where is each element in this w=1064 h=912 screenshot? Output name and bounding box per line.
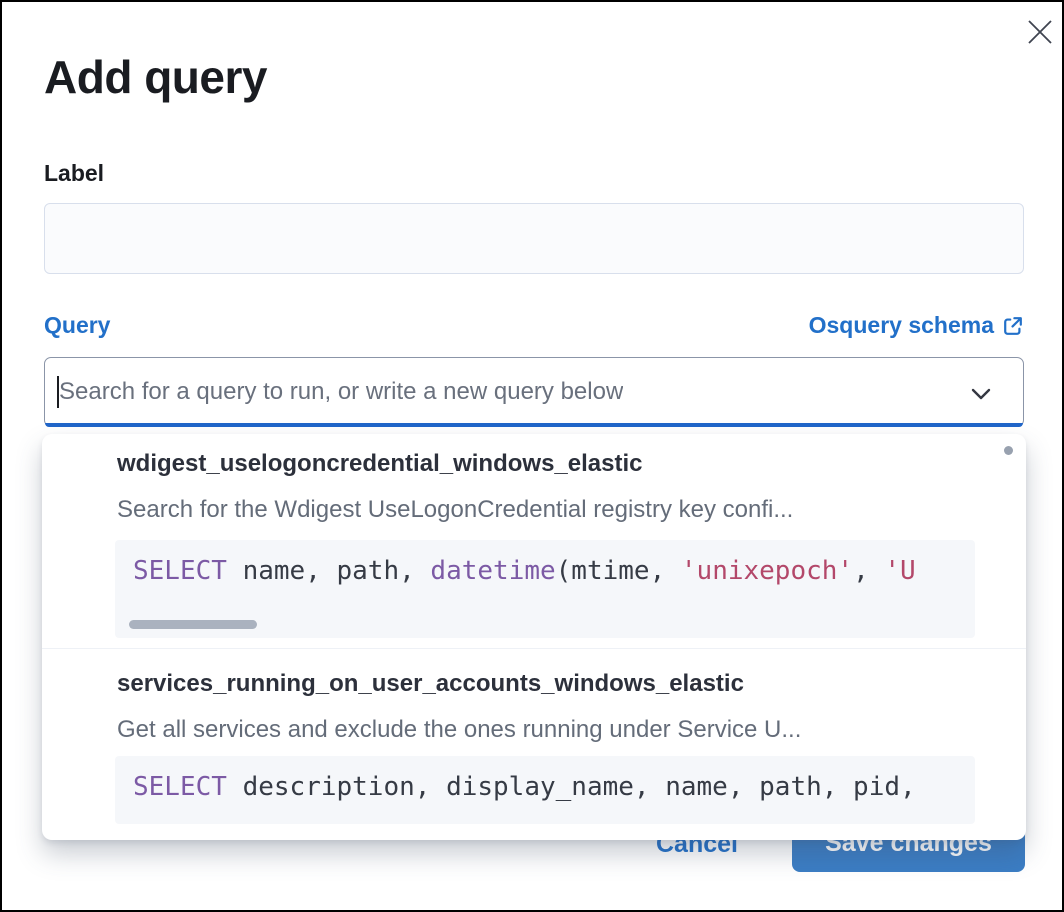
query-field-label: Query	[44, 312, 111, 338]
osquery-schema-link-label: Osquery schema	[808, 312, 994, 338]
vertical-scrollbar-thumb[interactable]	[1004, 446, 1013, 455]
query-search-combobox[interactable]: Search for a query to run, or write a ne…	[44, 357, 1024, 427]
sql-token: 'unixepoch'	[680, 556, 854, 586]
query-option-title[interactable]: services_running_on_user_accounts_window…	[117, 670, 744, 697]
sql-preview[interactable]: SELECT name, path, datetime(mtime, 'unix…	[115, 540, 975, 638]
sql-token: SELECT	[133, 772, 227, 802]
sql-token: name, path,	[226, 556, 431, 586]
query-option-description[interactable]: Search for the Wdigest UseLogonCredentia…	[117, 496, 794, 523]
option-divider	[42, 648, 1026, 649]
query-field-header: Query Osquery schema	[44, 312, 1024, 339]
sql-token: datetime	[430, 556, 556, 586]
label-field-label: Label	[44, 160, 105, 186]
sql-preview[interactable]: SELECT description, display_name, name, …	[115, 756, 975, 824]
sql-token: description, display_name, name, path, p…	[226, 772, 916, 802]
query-suggestions-dropdown: wdigest_uselogoncredential_windows_elast…	[42, 434, 1026, 840]
sql-token: (mtime,	[555, 556, 681, 586]
close-button[interactable]	[1020, 12, 1060, 52]
query-search-placeholder: Search for a query to run, or write a ne…	[59, 378, 624, 405]
osquery-schema-link[interactable]: Osquery schema	[809, 312, 1024, 339]
label-input[interactable]	[44, 203, 1024, 274]
close-icon	[1028, 20, 1052, 44]
query-option-description[interactable]: Get all services and exclude the ones ru…	[117, 716, 802, 743]
horizontal-scrollbar-thumb[interactable]	[129, 620, 257, 629]
combobox-focus-bar	[45, 423, 1023, 427]
sql-token: ,	[853, 556, 885, 586]
sql-token: 'U	[884, 556, 916, 586]
sql-token: SELECT	[133, 556, 227, 586]
text-cursor	[57, 376, 59, 408]
chevron-down-icon[interactable]	[967, 380, 995, 408]
external-link-icon	[1004, 316, 1022, 335]
query-option-title[interactable]: wdigest_uselogoncredential_windows_elast…	[117, 450, 643, 477]
modal-title: Add query	[44, 51, 267, 103]
sql-code: SELECT name, path, datetime(mtime, 'unix…	[133, 556, 916, 587]
sql-code: SELECT description, display_name, name, …	[133, 772, 916, 803]
